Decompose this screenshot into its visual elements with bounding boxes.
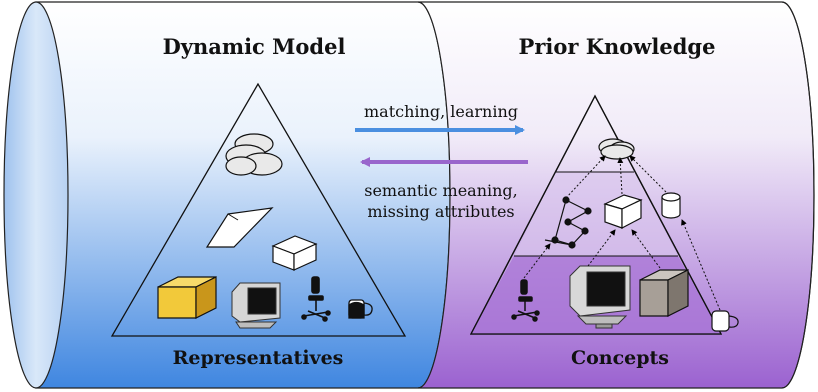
forward-arrow-label: matching, learning	[364, 102, 518, 121]
right-office-chair-icon	[511, 279, 540, 322]
left-cylinder	[3, 1, 451, 389]
left-pyramid	[110, 82, 407, 337]
right-cloud-icon	[598, 138, 635, 160]
right-footer: Concepts	[571, 347, 669, 369]
right-mug-icon	[711, 310, 739, 332]
monitor-icon	[231, 282, 281, 329]
polygon-graph-icon	[544, 196, 592, 249]
right-title: Prior Knowledge	[519, 34, 716, 59]
office-chair-icon	[301, 276, 331, 322]
gray-cube-icon	[639, 269, 689, 317]
parallelogram-icon	[205, 207, 274, 248]
cloud-icon	[225, 133, 283, 176]
backward-arrow-label-line2: missing attributes	[367, 202, 514, 221]
mug-icon	[348, 299, 373, 319]
right-monitor-icon	[569, 265, 631, 329]
left-footer: Representatives	[173, 347, 344, 369]
concept-links	[523, 155, 721, 311]
left-title: Dynamic Model	[163, 34, 346, 59]
wireframe-cube-icon	[271, 235, 318, 271]
cylinder-icon	[661, 192, 681, 219]
right-wireframe-cube-icon	[603, 194, 643, 229]
yellow-cube-icon	[157, 276, 217, 319]
backward-arrow-label-line1: semantic meaning,	[364, 181, 518, 200]
